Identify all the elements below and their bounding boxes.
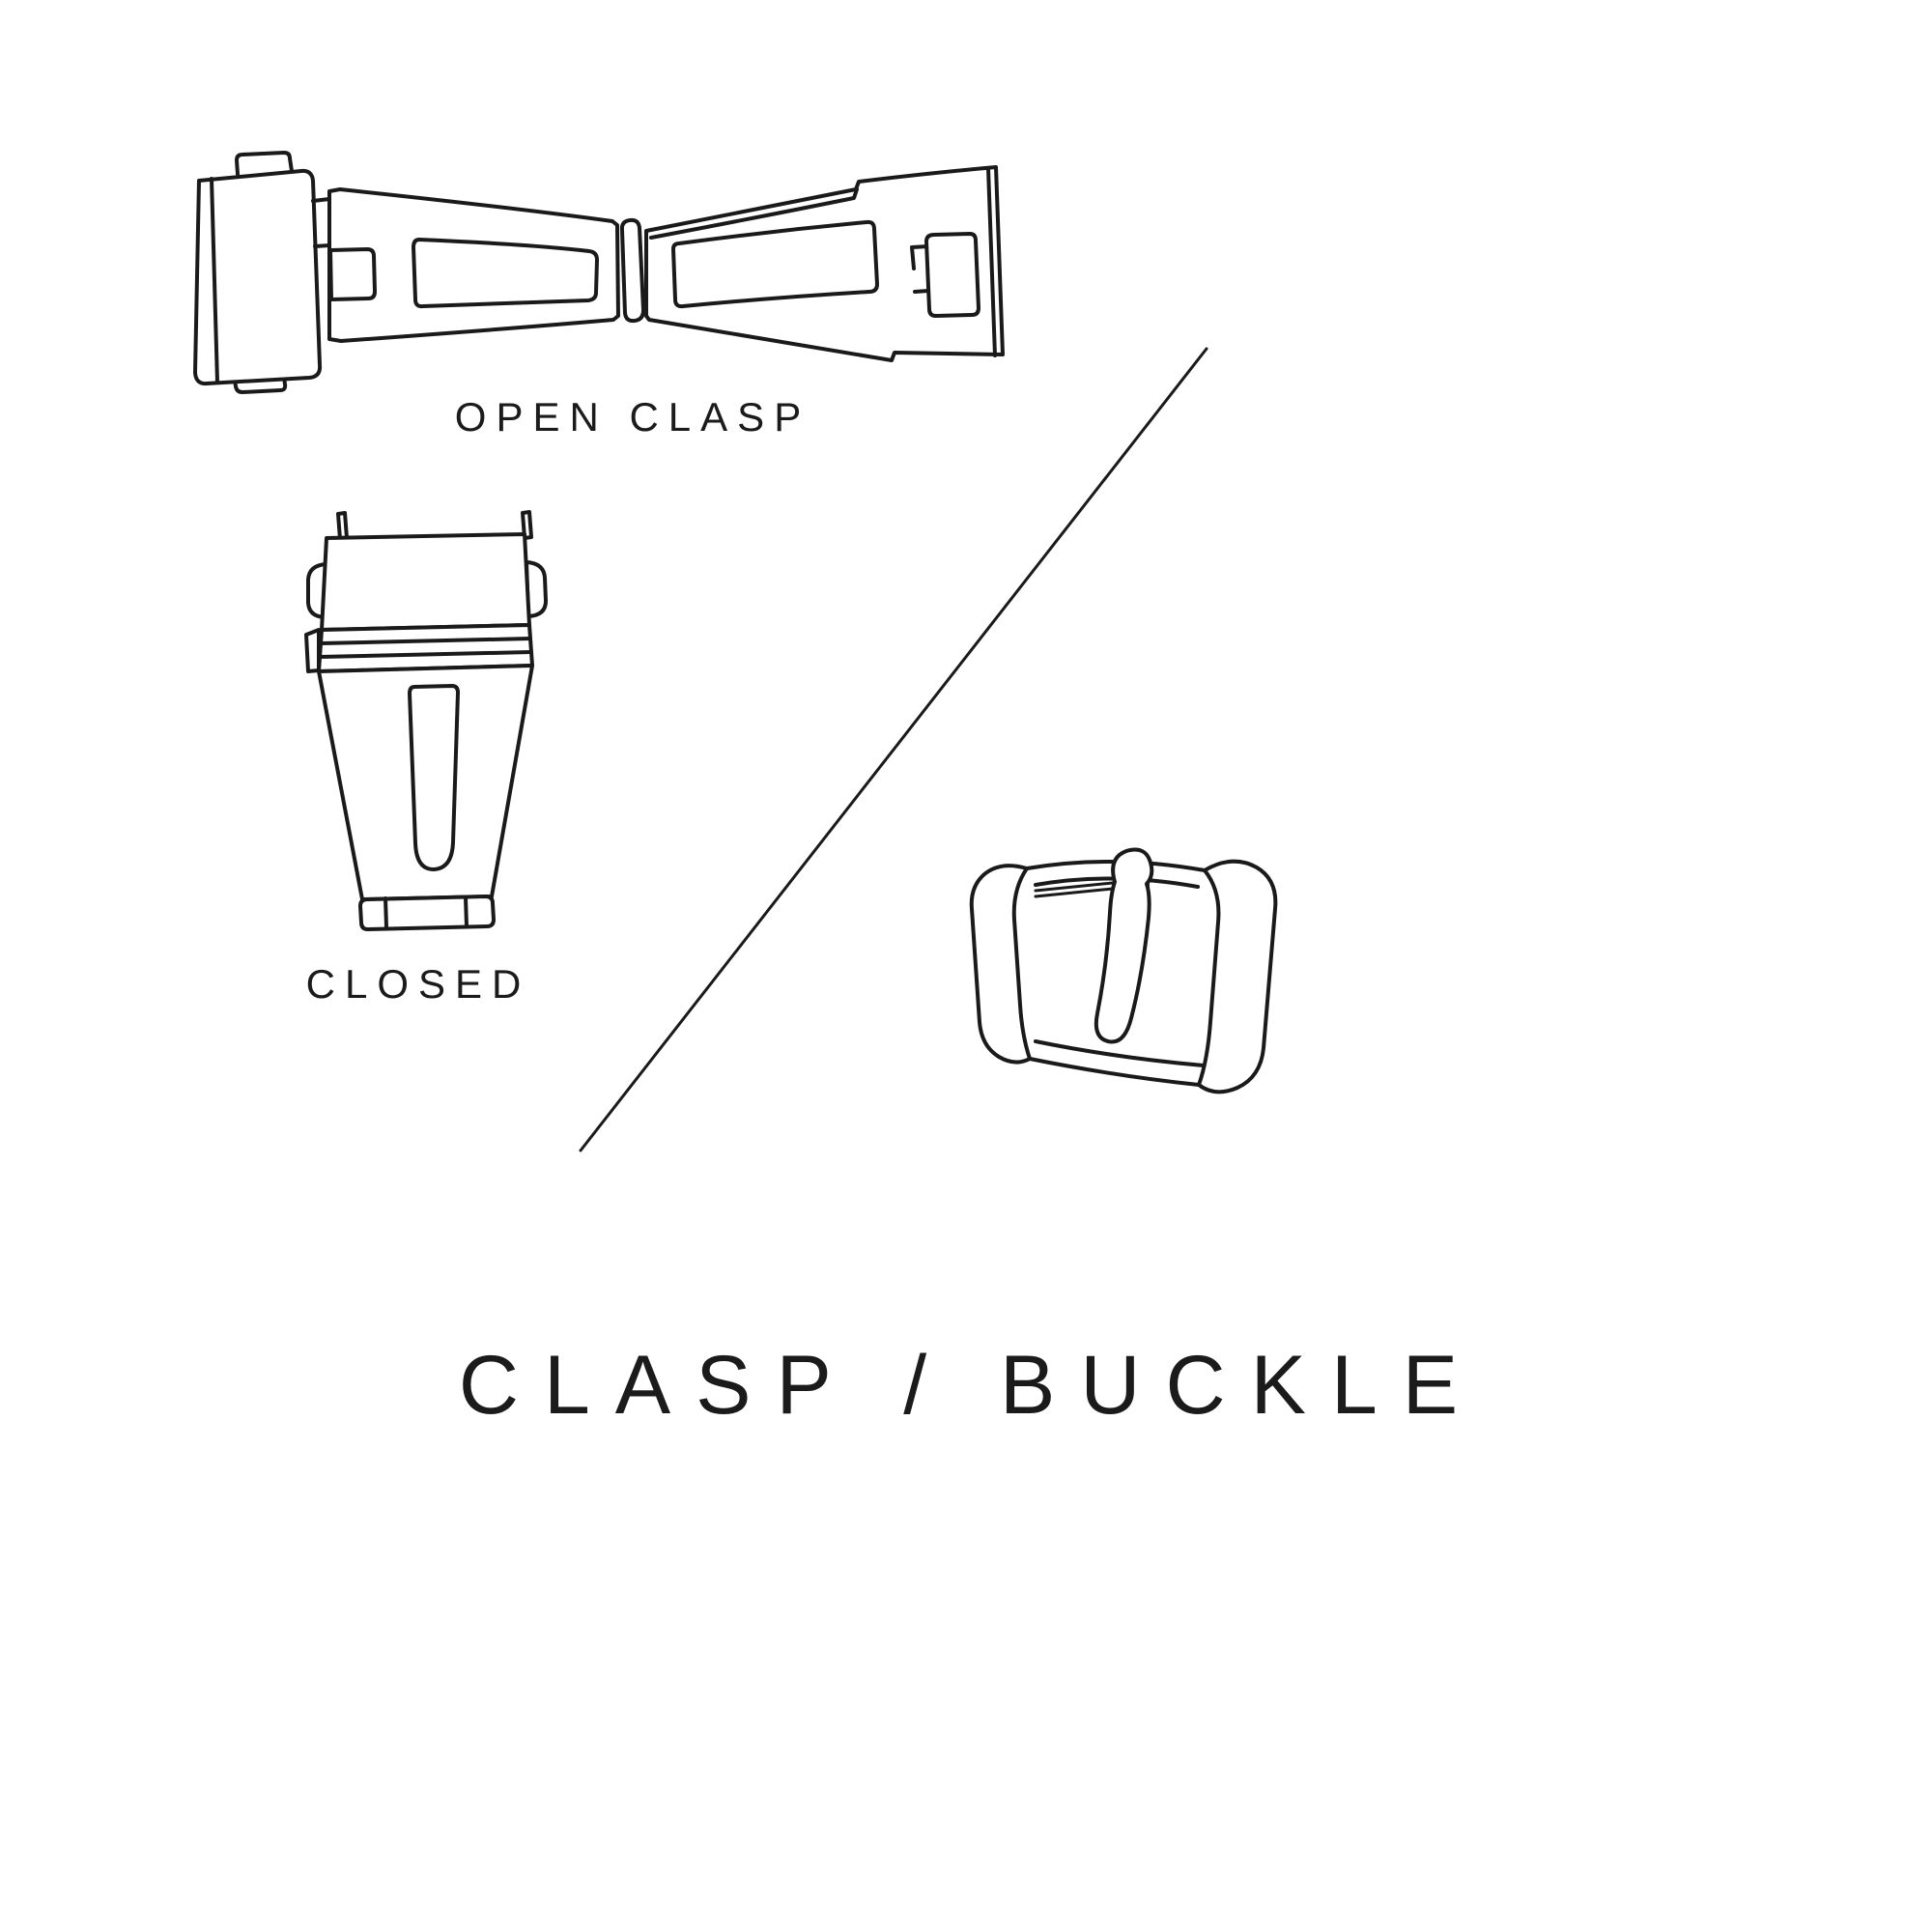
open-clasp-hinge bbox=[619, 217, 645, 324]
closed-clasp-left-flag bbox=[304, 628, 321, 673]
open-clasp-label: OPEN CLASP bbox=[454, 394, 811, 440]
open-clasp-left-notch bbox=[328, 247, 377, 301]
closed-clasp-cap-ticks bbox=[384, 895, 469, 929]
open-clasp-cap-bottom-tab bbox=[233, 375, 288, 394]
open-clasp-illustration bbox=[193, 151, 1005, 394]
closed-clasp-bottom-cap bbox=[358, 895, 496, 931]
divider-line bbox=[579, 347, 1208, 1152]
open-clasp-left-cap bbox=[193, 168, 323, 386]
page-title: CLASP / BUCKLE bbox=[458, 1339, 1484, 1432]
closed-clasp-strap-window bbox=[408, 684, 460, 871]
open-clasp-right-arm-fold-line bbox=[649, 187, 859, 240]
buckle-bottom-bar-outer bbox=[1028, 1057, 1201, 1087]
buckle-left-bar bbox=[969, 864, 1032, 1065]
closed-clasp-right-prong bbox=[521, 510, 533, 540]
closed-clasp-top-block bbox=[320, 532, 531, 632]
buckle-illustration bbox=[969, 847, 1278, 1094]
divider-stroke bbox=[579, 347, 1208, 1152]
open-clasp-right-cutout bbox=[924, 232, 980, 318]
open-clasp-right-edge-line bbox=[986, 166, 997, 357]
open-clasp-cap-roll-line bbox=[210, 177, 219, 384]
closed-clasp-body bbox=[317, 664, 534, 901]
buckle-bottom-bar-inner bbox=[1034, 1039, 1206, 1067]
open-clasp-right-hook bbox=[910, 244, 930, 294]
open-clasp-cap-top-tab bbox=[235, 151, 294, 176]
closed-label: CLOSED bbox=[305, 961, 531, 1007]
closed-clasp-left-prong bbox=[336, 511, 349, 541]
open-clasp-left-arm-panel bbox=[412, 238, 599, 309]
buckle-pin bbox=[1034, 880, 1124, 898]
closed-clasp-right-ear bbox=[525, 560, 548, 618]
buckle-prong bbox=[1094, 847, 1154, 1044]
closed-clasp-illustration bbox=[304, 510, 548, 931]
buckle-right-cap bbox=[1197, 859, 1278, 1094]
open-clasp-right-arm-panel bbox=[671, 219, 879, 309]
closed-clasp-band-stripes bbox=[318, 637, 533, 659]
open-clasp-right-arm bbox=[644, 165, 1005, 362]
closed-clasp-band bbox=[317, 623, 534, 673]
